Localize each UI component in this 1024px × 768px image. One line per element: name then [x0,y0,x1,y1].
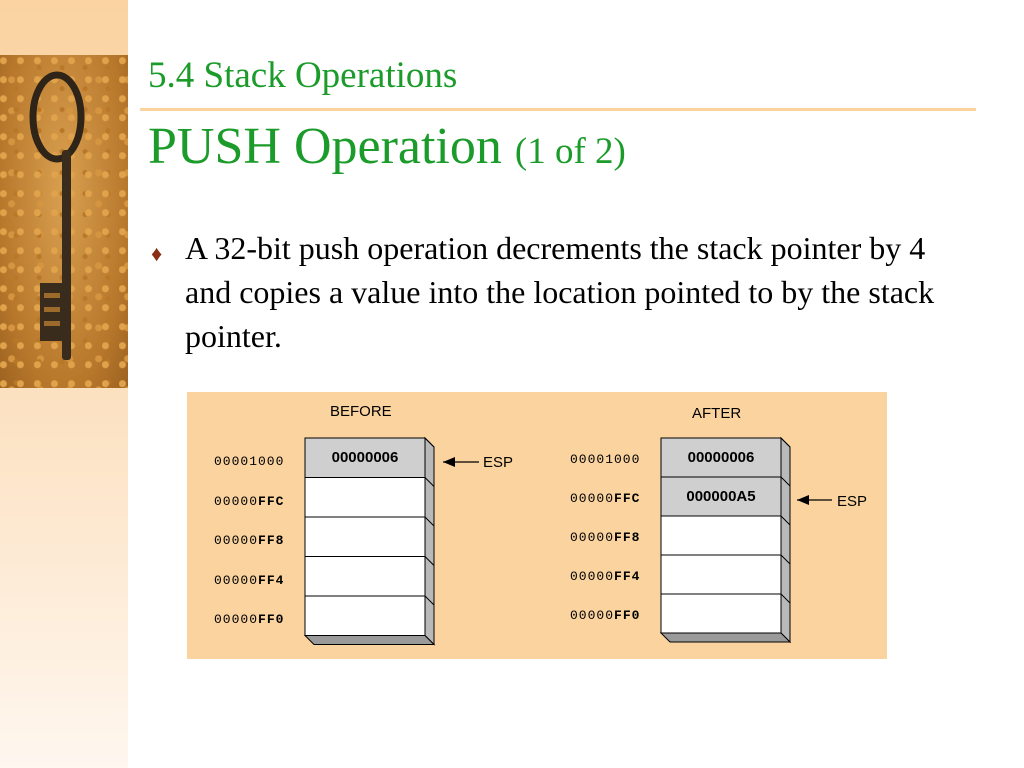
after-cell-0: 00000006 [687,449,755,466]
after-address-0: 00001000 [570,452,641,467]
before-stack-side [424,436,435,646]
before-stack-cell-2 [304,516,426,557]
after-stack-cell-4 [660,593,782,634]
before-address-2: 00000FF8 [214,533,285,548]
before-address-4: 00000FF0 [214,612,285,627]
after-stack-cell-3 [660,554,782,595]
key-icon [29,71,85,360]
before-address-3: 00000FF4 [214,572,285,588]
after-cell-1: 000000A5 [686,488,756,505]
before-stack-edge-3 [424,556,435,566]
before-address-0: 00001000 [214,454,285,469]
after-esp-label: ESP [837,493,868,510]
after-stack-edge-4 [780,593,791,604]
before-cell-0: 00000006 [331,449,399,466]
after-address-4: 00000FF0 [570,608,641,623]
after-stack-side [780,436,791,644]
stack-diagram: BEFORE 00000006 ESP AFTER 00000006 00000… [187,392,887,659]
before-address-1: 00000FFC [214,493,285,509]
key-photo [0,55,128,388]
after-label: AFTER [692,405,742,422]
after-address-1: 00000FFC [570,491,641,506]
before-stack-edge-1 [424,477,435,487]
title-suffix: (1 of 2) [514,131,626,172]
after-stack-bottom [659,632,792,643]
before-stack-bottom [303,635,436,645]
before-stack-cell-1 [304,477,426,518]
after-stack-edge-1 [780,476,791,487]
after-stack-edge-0 [780,437,791,448]
after-stack-edge-2 [780,515,791,526]
after-esp-arrow-head [797,495,809,505]
before-esp-label: ESP [483,454,514,471]
before-stack-cell-0 [304,437,426,478]
bullet-text: A 32-bit push operation decrements the s… [185,230,935,354]
diamond-bullet-icon: ♦ [151,241,163,266]
before-stack-cell-4 [304,595,426,636]
before-label: BEFORE [330,403,392,420]
stack-drawing [303,436,832,646]
before-stack-edge-0 [424,437,435,448]
after-address-3: 00000FF4 [570,569,641,584]
before-esp-arrow-head [443,457,455,467]
after-stack-cell-1 [660,476,782,517]
after-stack-cell-2 [660,515,782,556]
after-address-2: 00000FF8 [570,530,641,545]
after-stack-edge-3 [780,554,791,565]
title-divider [140,108,976,111]
before-stack-edge-2 [424,516,435,527]
page-title: PUSH Operation (1 of 2) [148,117,626,176]
before-stack-edge-4 [424,595,435,606]
section-subtitle: 5.4 Stack Operations [148,55,458,96]
title-main: PUSH Operation [148,118,502,175]
before-stack-cell-3 [304,556,426,597]
after-stack-cell-0 [660,437,782,478]
